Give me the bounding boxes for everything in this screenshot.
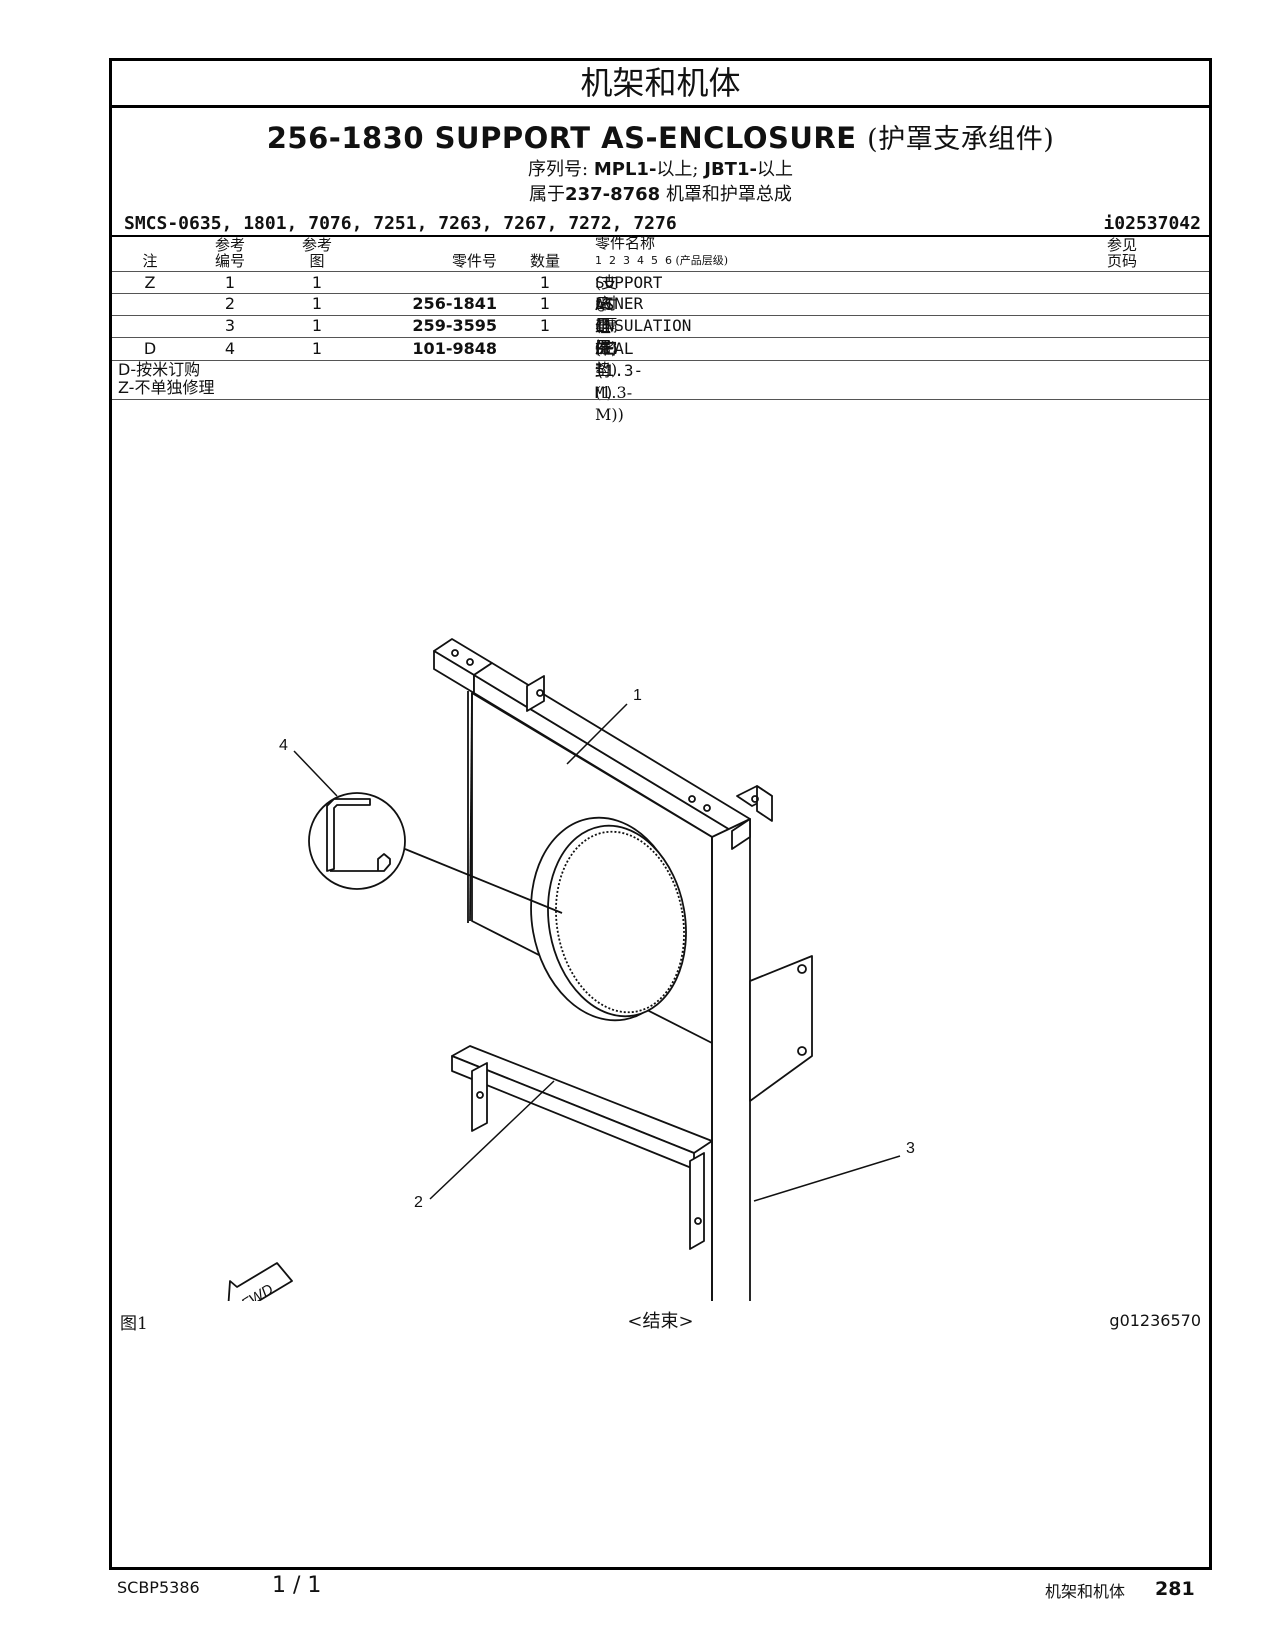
col-ref-no: 参考编号 bbox=[214, 236, 245, 270]
table-row: Z 1 1 1 SUPPORT AS (支承组件) bbox=[144, 273, 663, 358]
col-levels-note: (产品层级) bbox=[675, 254, 729, 267]
col-levels: 1 2 3 4 5 6 bbox=[595, 254, 672, 267]
col-note: 注 bbox=[142, 252, 158, 270]
rear-tabs bbox=[526, 675, 773, 822]
callout-4: 4 bbox=[279, 737, 288, 754]
row-rule bbox=[112, 337, 1209, 338]
main-panel bbox=[467, 691, 713, 1044]
seal-detail bbox=[308, 792, 563, 914]
legend-rule bbox=[112, 399, 1209, 400]
figure-label: 图1 bbox=[120, 1314, 148, 1334]
serial-label: 序列号: bbox=[528, 159, 589, 180]
footer-page-number: 281 bbox=[1155, 1578, 1195, 1600]
graphic-number: g01236570 bbox=[1109, 1311, 1201, 1330]
col-see-page: 参见页码 bbox=[1106, 236, 1137, 270]
parent-part-number: 237-8768 bbox=[565, 184, 661, 205]
table-row: 3 1 259-3595 1 INSULATION (隔振垫) bbox=[224, 316, 692, 379]
end-label: <结束> bbox=[627, 1311, 694, 1332]
legend-item: D-按米订购 bbox=[118, 360, 201, 379]
col-part-no: 零件号 bbox=[451, 252, 497, 270]
serial-range: 序列号: MPL1-以上; JBT1-以上 bbox=[112, 157, 1209, 182]
section-title: 机架和机体 bbox=[112, 61, 1209, 108]
row-rule bbox=[112, 360, 1209, 361]
serial-prefix-1: MPL1- bbox=[593, 159, 657, 180]
row-rule bbox=[112, 315, 1209, 316]
vertical-post bbox=[711, 818, 751, 1301]
smcs-codes: SMCS-0635, 1801, 7076, 7251, 7263, 7267,… bbox=[124, 213, 677, 234]
page-frame: 机架和机体 256-1830 SUPPORT AS-ENCLOSURE (护罩支… bbox=[109, 58, 1212, 1570]
table-row: D 4 1 101-9848 SEAL (1.3-M) (密封 (1.3-M)) bbox=[143, 339, 644, 424]
parent-assembly: 属于237-8768 机罩和护罩总成 bbox=[112, 182, 1209, 207]
callout-3: 3 bbox=[906, 1140, 915, 1157]
parent-pre: 属于 bbox=[529, 184, 566, 205]
main-title: 256-1830 SUPPORT AS-ENCLOSURE (护罩支承组件) bbox=[112, 121, 1209, 157]
footer-section: 机架和机体 bbox=[1045, 1582, 1126, 1601]
fwd-arrow-icon: FWD bbox=[227, 1262, 293, 1301]
serial-prefix-1-text: 以上; bbox=[656, 159, 699, 180]
callout-2: 2 bbox=[414, 1194, 423, 1211]
header-bottom-rule bbox=[112, 271, 1209, 272]
leader-lines bbox=[293, 703, 901, 1202]
table-top-rule bbox=[112, 235, 1209, 237]
col-qty: 数量 bbox=[529, 252, 560, 270]
illustration-number: i02537042 bbox=[1103, 213, 1201, 234]
header-block: 256-1830 SUPPORT AS-ENCLOSURE (护罩支承组件) 序… bbox=[112, 121, 1209, 207]
title-name-zh: (护罩支承组件) bbox=[867, 124, 1055, 155]
side-plate bbox=[749, 955, 813, 1102]
col-name: 零件名称 1 2 3 4 5 6 (产品层级) bbox=[595, 234, 729, 267]
legend-item: Z-不单独修理 bbox=[118, 378, 215, 397]
title-part-number: 256-1830 bbox=[266, 121, 425, 155]
exploded-view-drawing: 1 2 3 4 FWD bbox=[227, 638, 915, 1301]
serial-prefix-2-text: 以上 bbox=[756, 159, 793, 180]
parent-name: 机罩和护罩总成 bbox=[665, 184, 792, 205]
col-fig: 参考图 bbox=[301, 236, 332, 270]
callout-1: 1 bbox=[633, 687, 642, 704]
serial-prefix-2: JBT1- bbox=[704, 159, 757, 180]
top-rail bbox=[433, 638, 751, 850]
row-rule bbox=[112, 293, 1209, 294]
footer-page-of: 1 / 1 bbox=[272, 1573, 322, 1598]
title-name: SUPPORT AS-ENCLOSURE bbox=[434, 121, 857, 155]
table-row: 2 1 256-1841 1 LINER (衬里层) bbox=[224, 294, 644, 357]
footer-doc-number: SCBP5386 bbox=[117, 1578, 200, 1597]
bottom-rail bbox=[451, 1045, 713, 1250]
